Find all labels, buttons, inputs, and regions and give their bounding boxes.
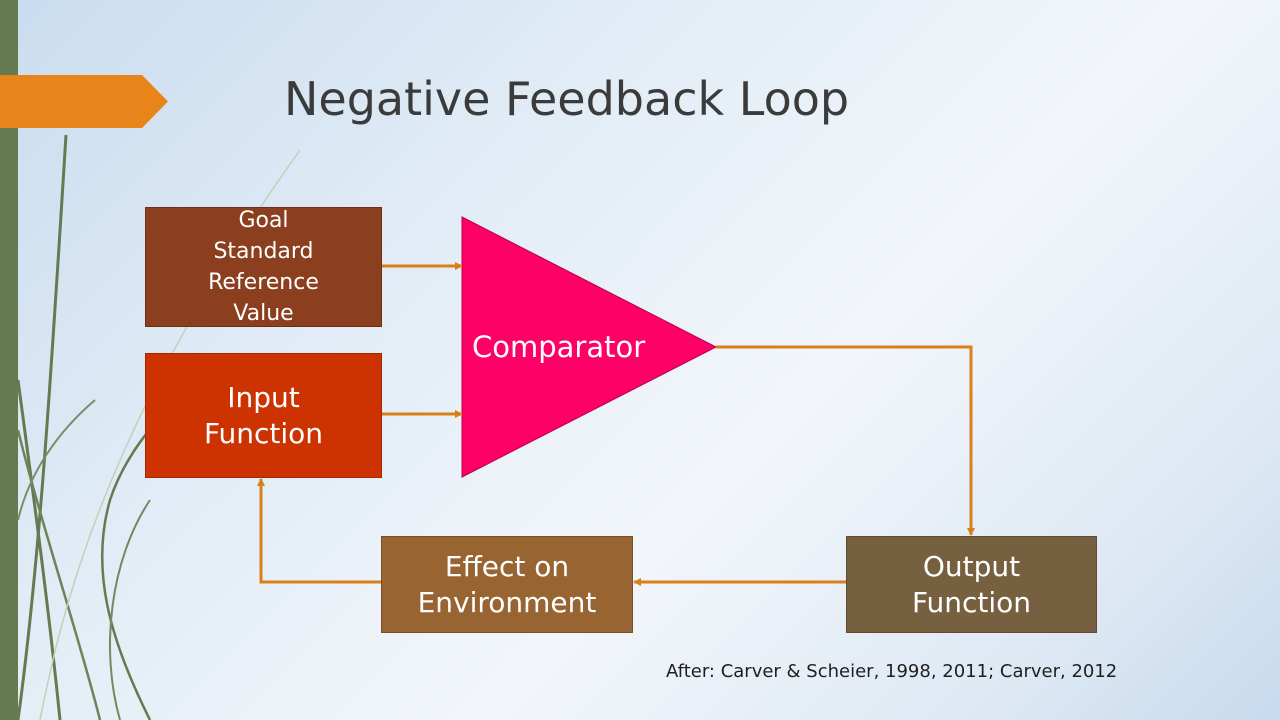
left-accent-bar bbox=[0, 0, 18, 720]
goal-line: Value bbox=[233, 301, 294, 327]
goal-standard-box: Goal Standard Reference Value bbox=[145, 207, 382, 327]
comparator-triangle bbox=[461, 216, 718, 478]
effect-line: Environment bbox=[417, 585, 597, 619]
input-function-box: Input Function bbox=[145, 353, 382, 478]
output-line: Output bbox=[922, 549, 1021, 583]
citation-text: After: Carver & Scheier, 1998, 2011; Car… bbox=[666, 661, 1118, 682]
goal-line: Standard bbox=[213, 238, 314, 264]
comparator-label: Comparator bbox=[472, 330, 646, 364]
input-line: Function bbox=[203, 416, 324, 450]
goal-line: Reference bbox=[208, 270, 319, 295]
goal-line: Goal bbox=[238, 207, 289, 233]
output-function-box: Output Function bbox=[846, 536, 1097, 633]
effect-line: Effect on bbox=[444, 549, 570, 583]
effect-on-environment-box: Effect on Environment bbox=[381, 536, 633, 633]
slide-title: Negative Feedback Loop bbox=[284, 72, 850, 126]
input-line: Input bbox=[227, 380, 300, 414]
comparator-to-output-arrow bbox=[716, 345, 975, 536]
effect-to-input-arrow bbox=[257, 478, 381, 584]
title-arrow-marker bbox=[0, 75, 168, 128]
output-line: Function bbox=[911, 585, 1032, 619]
